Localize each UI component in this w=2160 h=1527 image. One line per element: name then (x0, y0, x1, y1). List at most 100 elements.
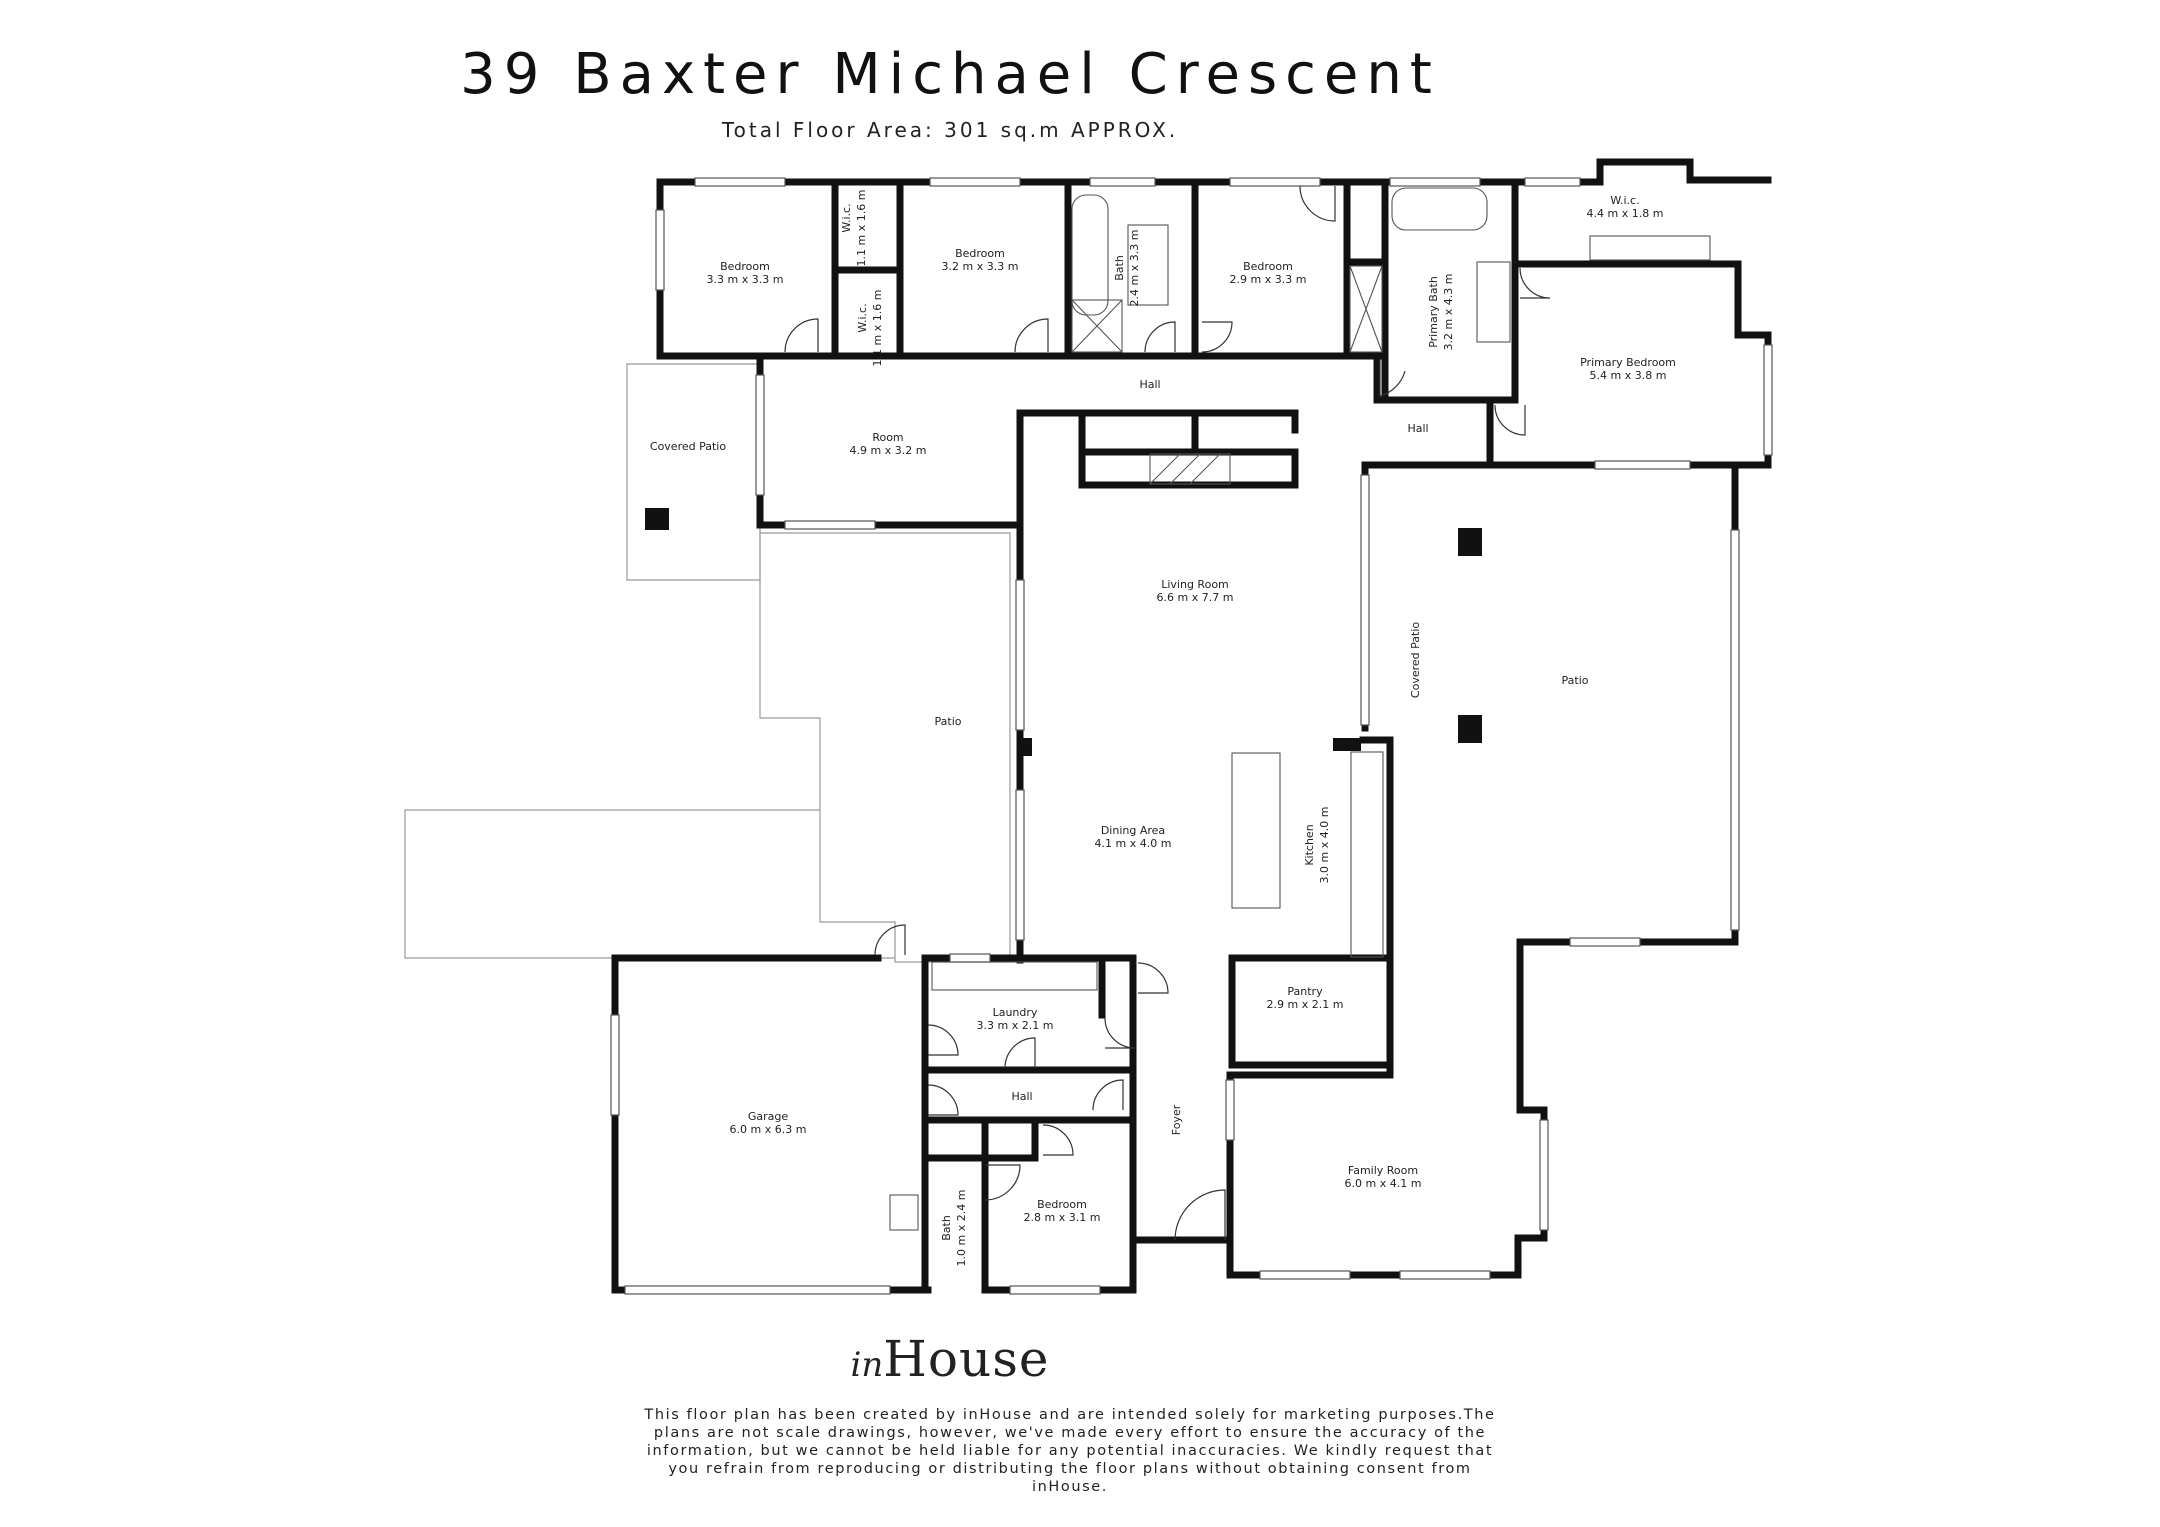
wic-shelf (1589, 235, 1711, 261)
window (1524, 177, 1581, 187)
room-name: Bedroom (720, 260, 770, 273)
inhouse-logo: inHouse (0, 1330, 1900, 1388)
window (1225, 1079, 1235, 1141)
room-name: Kitchen (1303, 824, 1316, 865)
garage-step (889, 1194, 919, 1231)
room-name: Patio (1562, 674, 1589, 687)
bathtub (1071, 194, 1109, 316)
window (1229, 177, 1321, 187)
room-size: 1.0 m x 2.4 m (955, 1190, 968, 1267)
room-name: Bedroom (1243, 260, 1293, 273)
disclaimer-text: This floor plan has been created by inHo… (644, 1407, 1496, 1495)
kitchen-island (1231, 752, 1281, 909)
page-title: 39 Baxter Michael Crescent (460, 42, 1440, 107)
window (949, 953, 991, 963)
room-name: Primary Bedroom (1580, 356, 1676, 369)
room-size: 2.9 m x 2.1 m (1267, 998, 1344, 1011)
door (927, 1084, 959, 1116)
logo-main: House (883, 1330, 1050, 1388)
room-size: 6.6 m x 7.7 m (1157, 591, 1234, 604)
window (929, 177, 1021, 187)
door (1519, 267, 1551, 299)
room-name: Bedroom (955, 247, 1005, 260)
doors (784, 185, 1551, 1241)
room-name: Family Room (1348, 1164, 1418, 1177)
patio-outlines (404, 363, 1011, 963)
column-patio-left (645, 508, 669, 530)
door (984, 1164, 1021, 1201)
wall-covered-patio (1359, 736, 1394, 1072)
room-size: 4.9 m x 3.2 m (850, 444, 927, 457)
room-size: 1.1 m x 1.6 m (855, 190, 868, 267)
room-size: 2.4 m x 3.3 m (1128, 230, 1141, 307)
door (1494, 404, 1526, 436)
total-floor-area: Total Floor Area: 301 sq.m APPROX. (721, 118, 1179, 142)
windows (610, 177, 1773, 1295)
room-name: W.i.c. (856, 303, 869, 332)
window (610, 1014, 620, 1116)
wall-patio-right (1456, 461, 1739, 946)
patio-left-outline (404, 530, 1011, 963)
patio-left-step (759, 580, 821, 810)
kitchen-counter (1350, 751, 1384, 958)
logo-script: in (850, 1345, 884, 1385)
door (1174, 1189, 1226, 1241)
wall-family-room-right (1226, 938, 1548, 1279)
columns (645, 508, 1482, 743)
window (694, 177, 786, 187)
wall-fireplace (1078, 409, 1299, 489)
room-name: Bath (1113, 255, 1126, 281)
room-name: Hall (1139, 378, 1160, 391)
room-name: Pantry (1287, 985, 1323, 998)
door (874, 924, 906, 956)
window (1763, 344, 1773, 456)
window (655, 209, 665, 291)
room-size: 1.1 m x 1.6 m (871, 290, 884, 367)
room-size: 2.9 m x 3.3 m (1230, 273, 1307, 286)
window (1015, 789, 1025, 941)
room-size: 5.4 m x 3.8 m (1590, 369, 1667, 382)
column-living (1018, 738, 1032, 756)
column-kitchen (1333, 738, 1361, 751)
room-size: 2.8 m x 3.1 m (1024, 1211, 1101, 1224)
room-name: Hall (1407, 422, 1428, 435)
room-size: 4.4 m x 1.8 m (1587, 207, 1664, 220)
room-size: 6.0 m x 6.3 m (730, 1123, 807, 1136)
room-name: Covered Patio (1409, 622, 1422, 698)
window (1539, 1119, 1549, 1231)
door (1379, 360, 1406, 397)
room-name: W.i.c. (840, 203, 853, 232)
door (1092, 1079, 1124, 1111)
wall-bed4-corner (981, 1116, 1039, 1162)
window (1259, 1270, 1351, 1280)
fireplace-hatch (1149, 453, 1231, 485)
window (1389, 177, 1481, 187)
room-name: Garage (748, 1110, 789, 1123)
door (927, 1024, 959, 1056)
wall-pantry (1228, 954, 1387, 1069)
room-size: 6.0 m x 4.1 m (1345, 1177, 1422, 1190)
room-name: Dining Area (1101, 824, 1165, 837)
room-name: Covered Patio (650, 440, 726, 453)
window (1015, 579, 1025, 731)
room-name: Hall (1011, 1090, 1032, 1103)
window (1569, 937, 1641, 947)
room-name: Laundry (993, 1006, 1038, 1019)
room-name: Room (872, 431, 903, 444)
room-name: W.i.c. (1610, 194, 1639, 207)
window (784, 520, 876, 530)
covered-patio-left-outline (626, 363, 761, 581)
room-name: Bath (940, 1215, 953, 1241)
shower-1 (1071, 299, 1123, 353)
room-name: Primary Bath (1427, 276, 1440, 348)
door (1104, 1017, 1136, 1049)
door (1004, 1037, 1036, 1069)
door (784, 318, 819, 353)
column-patio-right-mid (1458, 715, 1482, 743)
room-size: 3.2 m x 4.3 m (1442, 274, 1455, 351)
room-size: 4.1 m x 4.0 m (1095, 837, 1172, 850)
room-size: 3.3 m x 2.1 m (977, 1019, 1054, 1032)
window (624, 1285, 891, 1295)
column-patio-right-top (1458, 528, 1482, 556)
